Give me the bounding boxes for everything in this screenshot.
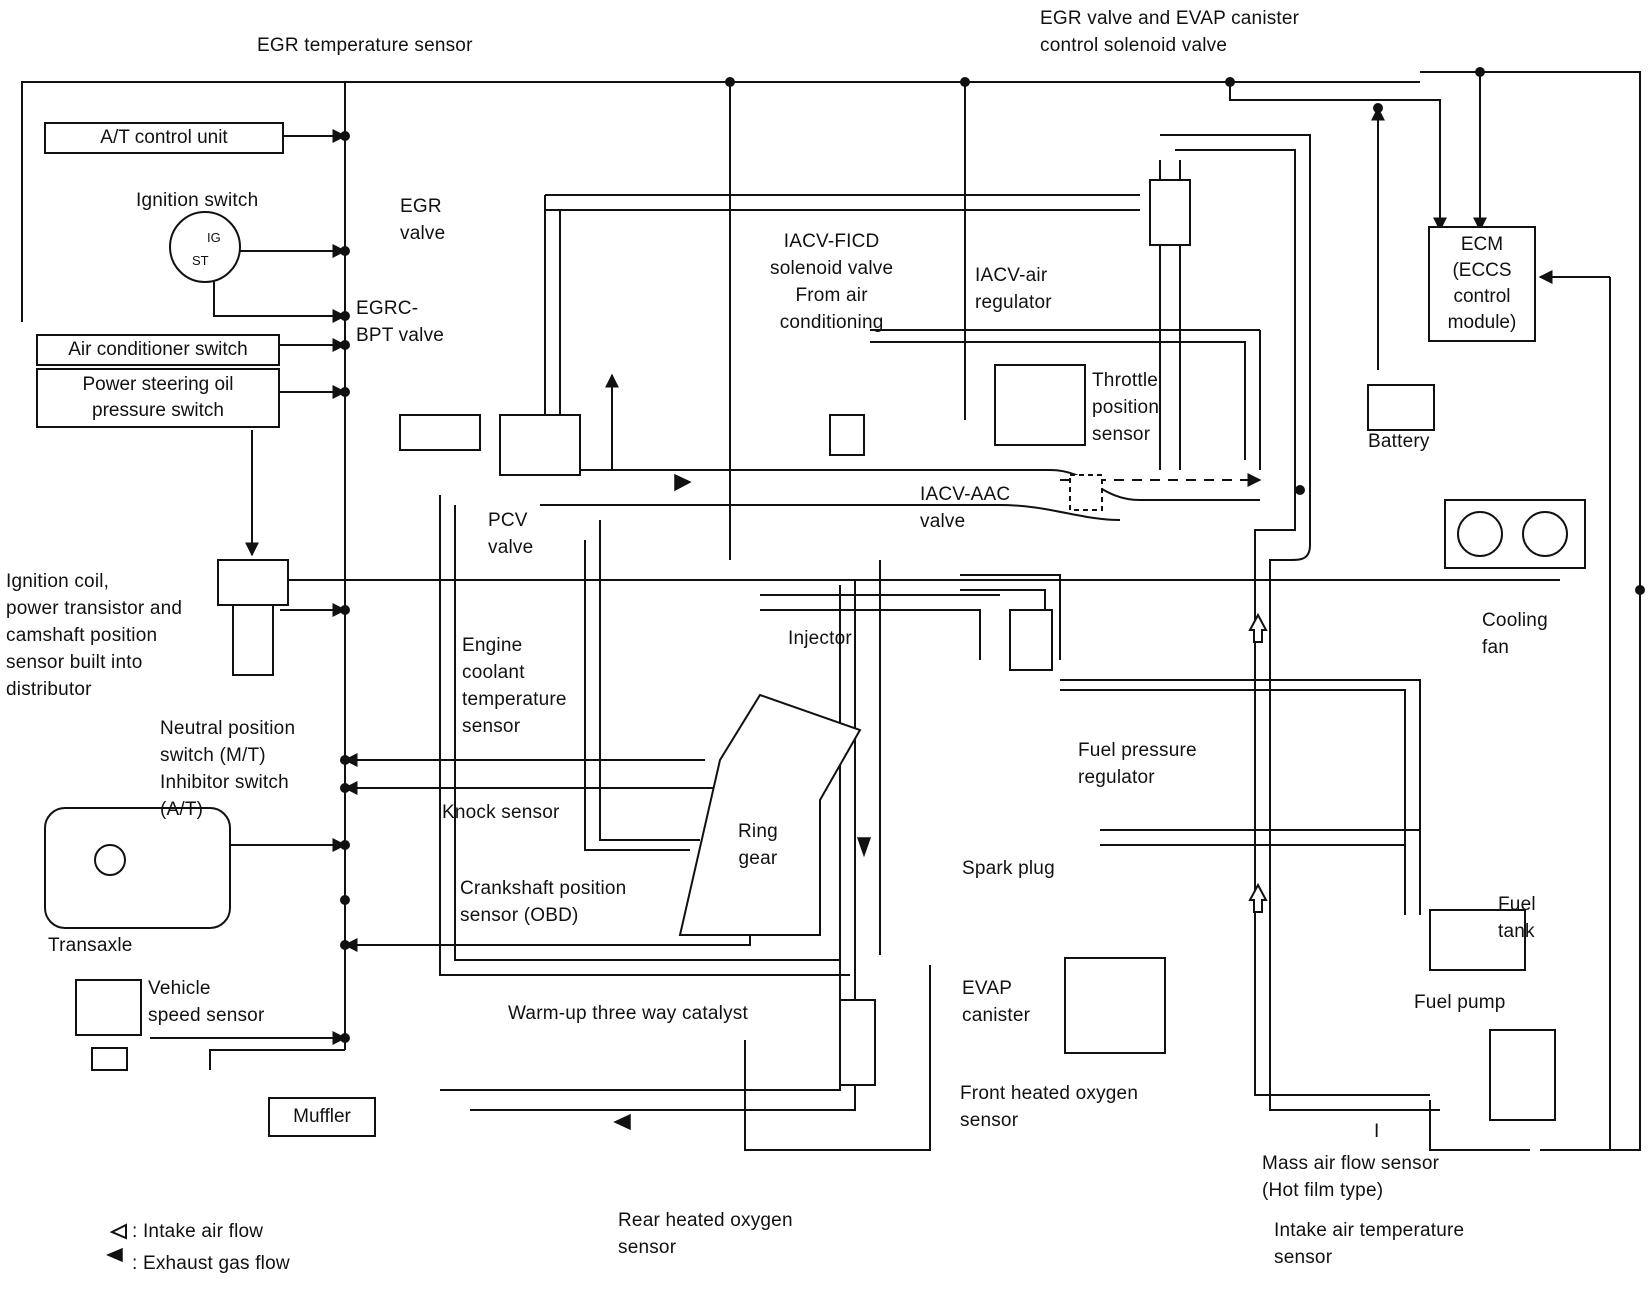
distributor-body — [217, 559, 289, 606]
evap-canister-body — [1064, 957, 1166, 1054]
speedometer-body — [75, 979, 142, 1036]
cooling-fan-label: Cooling fan — [1482, 610, 1548, 658]
ac-switch-box: Air conditioner switch — [36, 334, 280, 366]
egr-evap-solenoid-body — [1149, 179, 1191, 246]
ignition-switch-symbol — [169, 211, 241, 283]
maf-sensor-label: Mass air flow sensor (Hot film type) — [1262, 1153, 1440, 1201]
egr-temp-sensor-label: EGR temperature sensor — [257, 35, 473, 56]
vehicle-speed-label: Vehicle speed sensor — [148, 978, 265, 1026]
crankshaft-sensor-label: Crankshaft position sensor (OBD) — [460, 878, 627, 926]
ignition-st-label: ST — [192, 253, 209, 268]
engine-coolant-label: Engine coolant temperature sensor — [462, 635, 567, 737]
ps-switch-box: Power steering oil pressure switch — [36, 368, 280, 428]
egrc-bpt-label: EGRC- BPT valve — [356, 298, 445, 346]
egr-evap-solenoid-label: EGR valve and EVAP canister control sole… — [1040, 8, 1300, 56]
front-o2-label: Front heated oxygen sensor — [960, 1083, 1139, 1131]
muffler-box: Muffler — [268, 1097, 376, 1137]
fuel-pressure-regulator-body — [1009, 609, 1053, 671]
ignition-switch-label: Ignition switch — [136, 190, 259, 211]
intake-temp-label: Intake air temperature sensor — [1274, 1220, 1465, 1268]
ignition-coil-label: Ignition coil, power transistor and cams… — [6, 571, 183, 700]
fuel-pump-label: Fuel pump — [1414, 992, 1506, 1013]
ps-switch-label: Power steering oil pressure switch — [82, 374, 234, 421]
maf-symbol-label: I — [1374, 1121, 1380, 1142]
transaxle-body — [44, 807, 231, 929]
ignition-ig-label: IG — [207, 230, 221, 245]
evap-canister-label: EVAP canister — [962, 978, 1031, 1026]
iacv-aac-label: IACV-AAC valve — [920, 484, 1011, 532]
ac-switch-label: Air conditioner switch — [68, 339, 248, 360]
fuel-tank-label: Fuel tank — [1498, 894, 1536, 942]
throttle-body — [1069, 474, 1103, 511]
maf-housing — [1489, 1029, 1556, 1121]
top-harness-wire — [21, 71, 1641, 1151]
legend-exhaust-label: : Exhaust gas flow — [132, 1253, 290, 1274]
harness-to-ecm-1 — [1229, 82, 1447, 232]
muffler-label: Muffler — [293, 1106, 351, 1127]
rear-o2-label: Rear heated oxygen sensor — [618, 1210, 793, 1258]
egr-valve-body — [499, 414, 581, 476]
fuel-tank-body — [1429, 909, 1526, 971]
ring-gear-label: Ring gear — [738, 821, 778, 869]
iacv-ficd-label: IACV-FICD solenoid valve From air condit… — [770, 231, 894, 333]
throttle-sensor-label: Throttle position sensor — [1092, 370, 1160, 445]
intake-pipe-upper — [540, 469, 1260, 501]
iacv-ficd-body — [829, 414, 865, 456]
battery-body — [1367, 384, 1435, 431]
ecm-box: ECM (ECCS control module) — [1428, 226, 1536, 342]
egr-valve-label: EGR valve — [400, 196, 446, 244]
egrc-bpt-body — [399, 414, 481, 451]
knock-sensor-label: Knock sensor — [442, 802, 560, 823]
iacv-air-regulator-body — [994, 364, 1086, 446]
spark-plug-label: Spark plug — [962, 858, 1055, 879]
main-loop-outer — [1160, 134, 1440, 1111]
neutral-switch-label: Neutral position switch (M/T) Inhibitor … — [160, 718, 296, 820]
warmup-catalyst-label: Warm-up three way catalyst — [508, 1003, 748, 1024]
transaxle-label: Transaxle — [48, 935, 133, 956]
injector-label: Injector — [788, 628, 852, 649]
fuel-pressure-regulator-label: Fuel pressure regulator — [1078, 740, 1197, 788]
battery-label: Battery — [1368, 431, 1430, 452]
exhaust-down — [470, 580, 856, 1111]
at-control-unit-box: A/T control unit — [44, 122, 284, 154]
iacv-air-regulator-label: IACV-air regulator — [975, 265, 1052, 313]
at-control-unit-label: A/T control unit — [100, 127, 228, 148]
legend-intake-label: : Intake air flow — [132, 1221, 264, 1242]
ecm-label: ECM (ECCS control module) — [1447, 234, 1517, 333]
pcv-valve-label: PCV valve — [488, 510, 534, 558]
engine-block — [678, 693, 862, 936]
catalyst-body — [839, 999, 876, 1086]
